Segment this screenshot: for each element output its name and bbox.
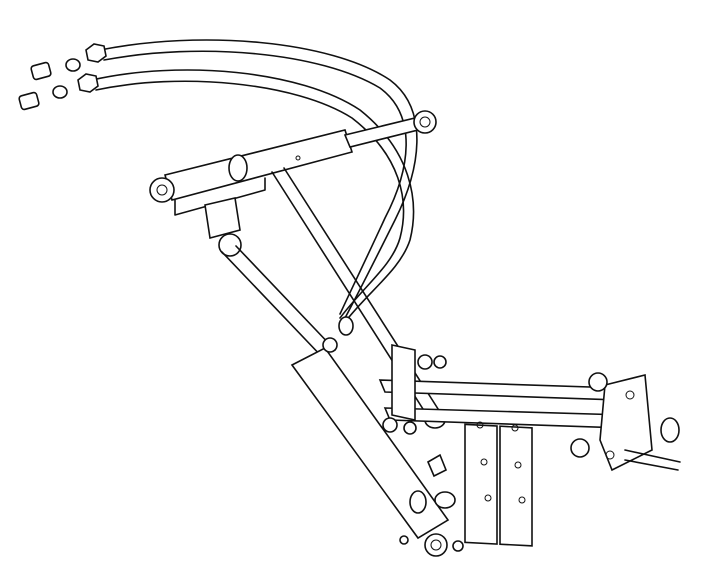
hydraulic-hoses (91, 39, 418, 323)
frame (378, 344, 681, 547)
fittings (18, 43, 107, 111)
lower-cylinder (290, 316, 464, 557)
